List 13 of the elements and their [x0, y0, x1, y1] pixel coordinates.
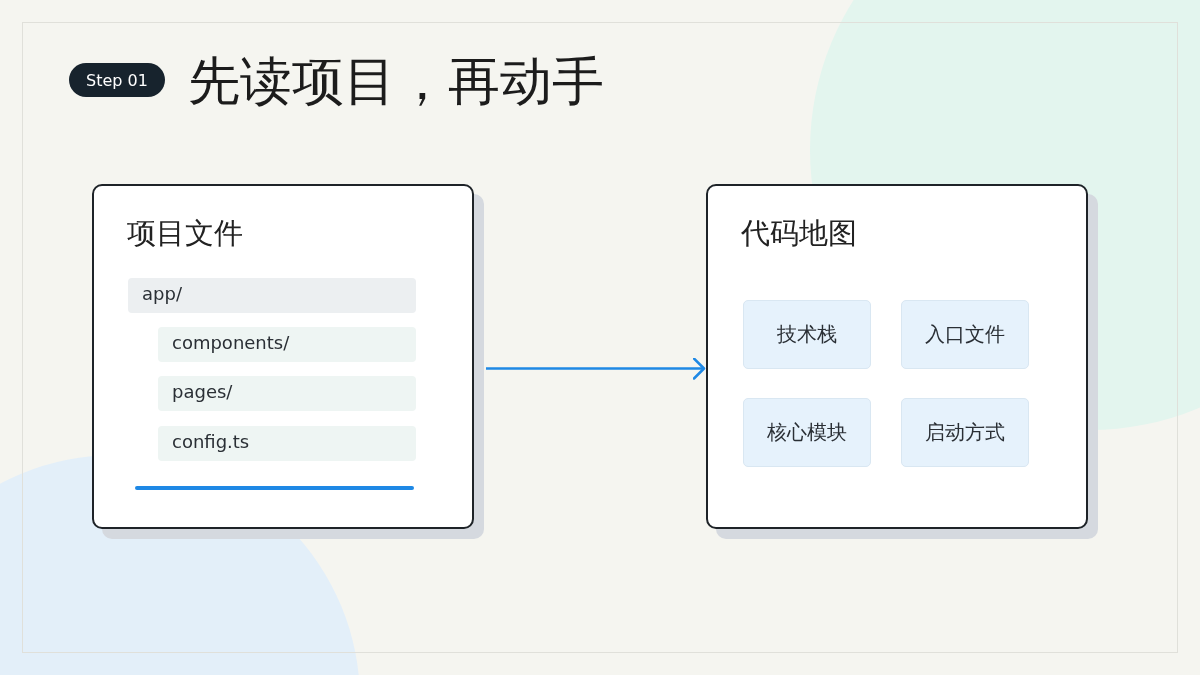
- title: 先读项目，再动手: [188, 52, 604, 112]
- arrow: [486, 357, 706, 380]
- card-heading: 项目文件: [127, 216, 243, 251]
- step-badge: Step 01: [69, 63, 165, 97]
- file-entry: pages/: [158, 376, 416, 411]
- topic-tile: 技术栈: [743, 300, 871, 369]
- topic-tile: 核心模块: [743, 398, 871, 467]
- topic-tile: 入口文件: [901, 300, 1029, 369]
- file-entry: config.ts: [158, 426, 416, 461]
- topic-tile: 启动方式: [901, 398, 1029, 467]
- card-heading: 代码地图: [741, 216, 857, 251]
- file-entry: components/: [158, 327, 416, 362]
- folder-entry: app/: [128, 278, 416, 313]
